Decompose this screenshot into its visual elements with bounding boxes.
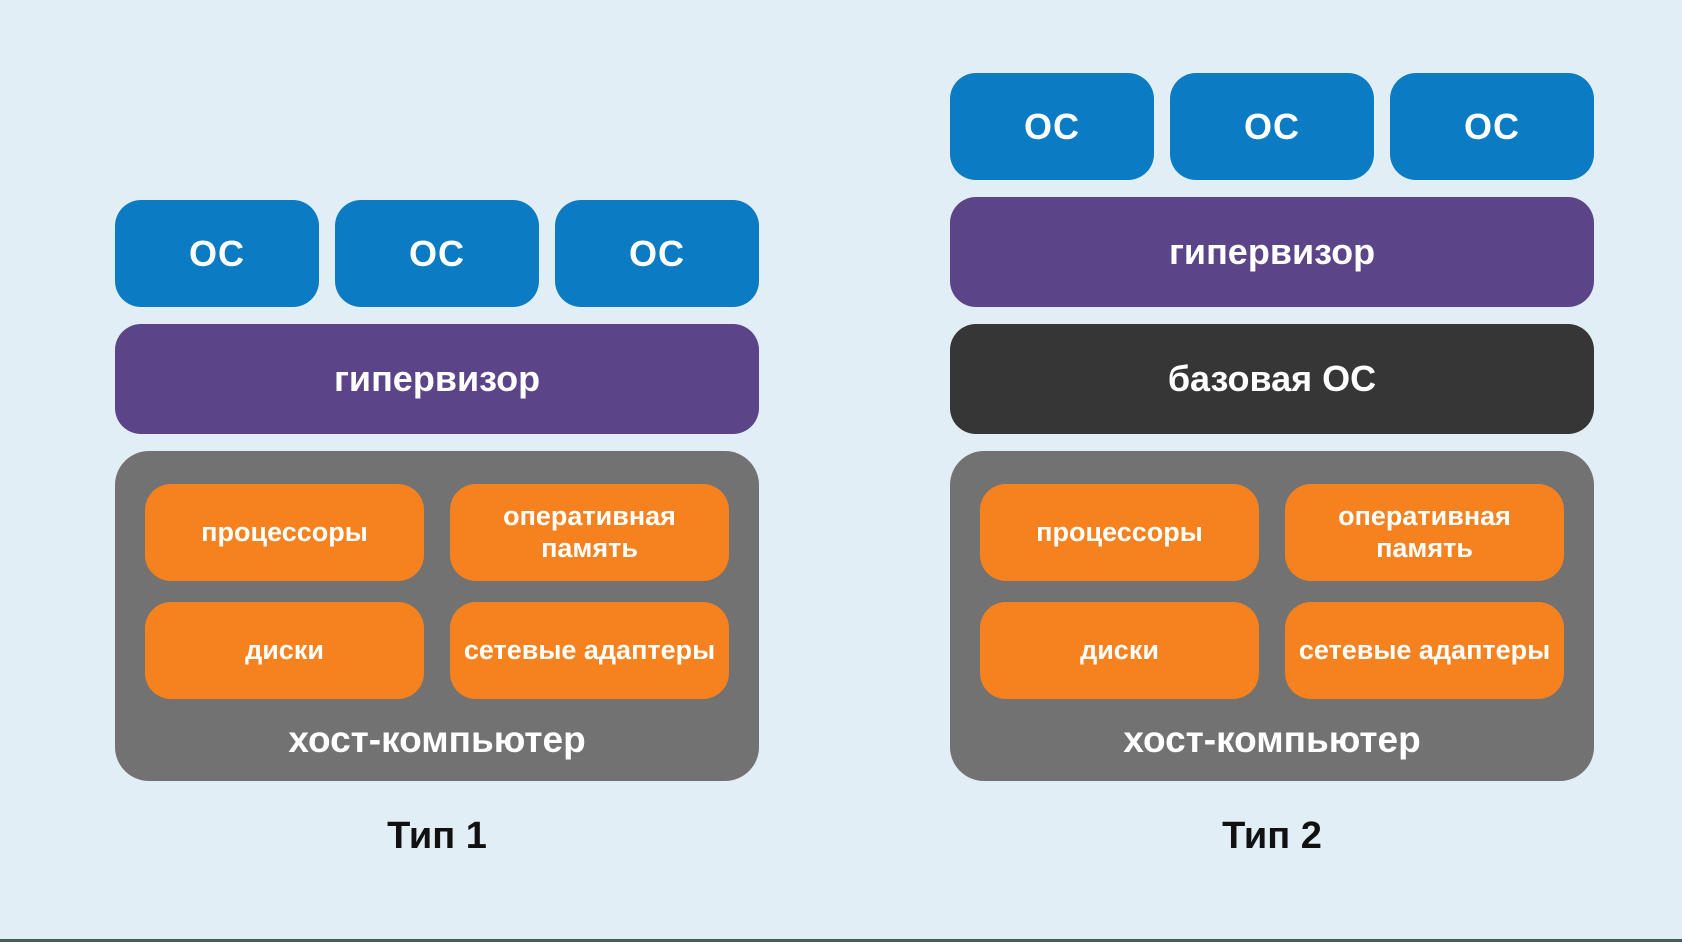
- type2-caption: Тип 2: [1222, 814, 1322, 857]
- disks-box: диски: [145, 602, 424, 699]
- network-adapters-box: сетевые адаптеры: [450, 602, 729, 699]
- host-computer-label: хост-компьютер: [1123, 719, 1421, 760]
- bottom-border-line: [0, 939, 1682, 942]
- processors-box: процессоры: [145, 484, 424, 581]
- ram-box: оперативная память: [1285, 484, 1564, 581]
- host-computer-box: процессоры оперативная память диски сете…: [115, 451, 759, 781]
- host-components-grid: процессоры оперативная память диски сете…: [980, 484, 1564, 699]
- type1-diagram: ОС ОС ОС гипервизор процессоры оперативн…: [115, 200, 759, 862]
- host-computer-box: процессоры оперативная память диски сете…: [950, 451, 1594, 781]
- os-box: ОС: [950, 73, 1154, 180]
- type1-os-row: ОС ОС ОС: [115, 200, 759, 307]
- processors-box: процессоры: [980, 484, 1259, 581]
- hypervisor-bar: гипервизор: [115, 324, 759, 434]
- base-os-bar: базовая ОС: [950, 324, 1594, 434]
- hypervisor-bar: гипервизор: [950, 197, 1594, 307]
- ram-box: оперативная память: [450, 484, 729, 581]
- os-box: ОС: [1170, 73, 1374, 180]
- host-components-grid: процессоры оперативная память диски сете…: [145, 484, 729, 699]
- network-adapters-box: сетевые адаптеры: [1285, 602, 1564, 699]
- type1-caption: Тип 1: [387, 814, 487, 857]
- host-computer-label: хост-компьютер: [288, 719, 586, 760]
- type2-os-row: ОС ОС ОС: [950, 73, 1594, 180]
- os-box: ОС: [335, 200, 539, 307]
- disks-box: диски: [980, 602, 1259, 699]
- type2-diagram: ОС ОС ОС гипервизор базовая ОС процессор…: [950, 73, 1594, 862]
- os-box: ОС: [555, 200, 759, 307]
- os-box: ОС: [115, 200, 319, 307]
- os-box: ОС: [1390, 73, 1594, 180]
